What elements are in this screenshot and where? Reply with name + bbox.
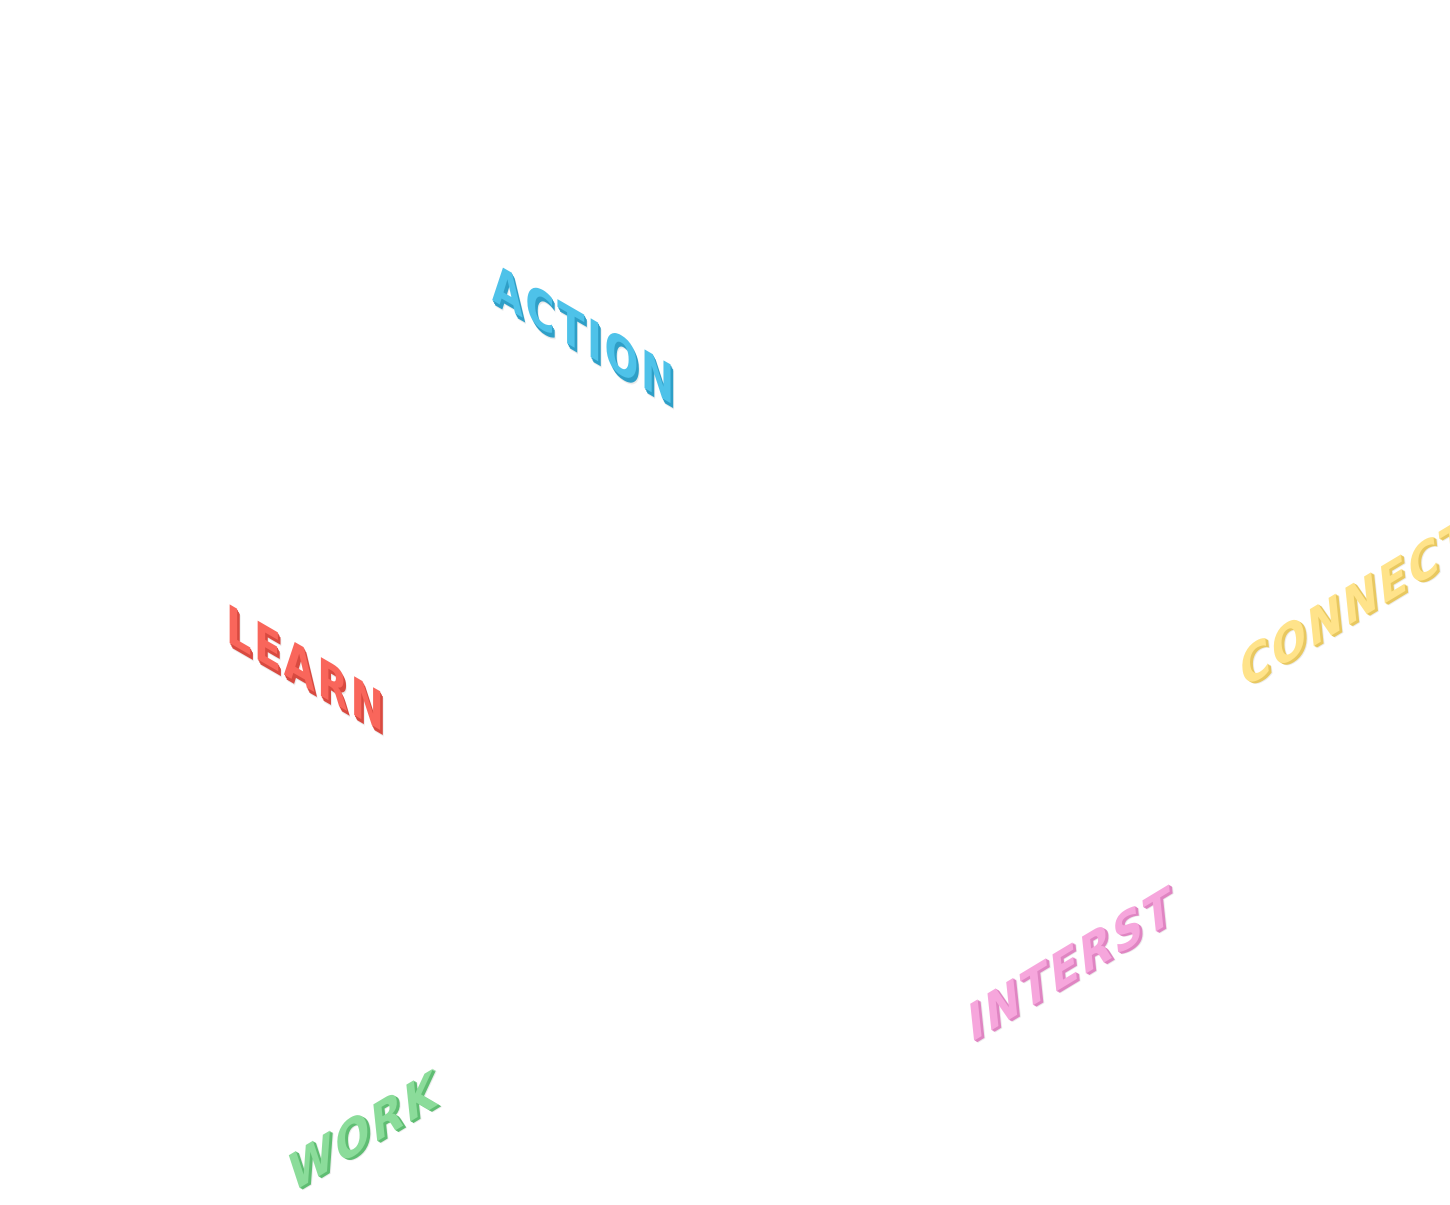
word-work: WORK xyxy=(286,1056,441,1205)
word-learn: LEARN xyxy=(226,591,387,747)
word-action: ACTION xyxy=(492,250,677,420)
word-interst: INTERST xyxy=(965,872,1177,1055)
word-connect: CONNECT xyxy=(1237,503,1450,701)
